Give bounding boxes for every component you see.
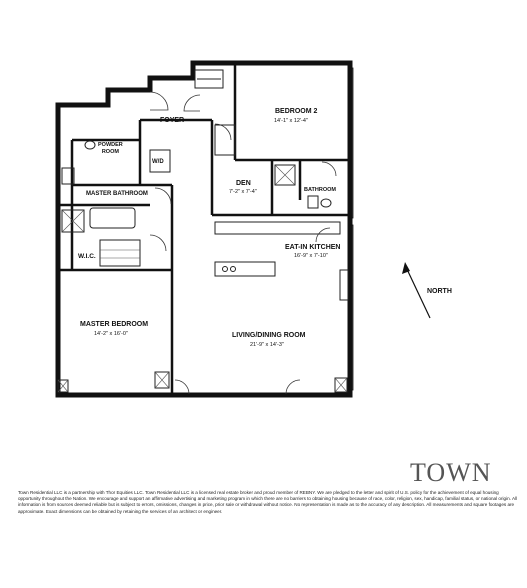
room-dims-living-dining: 21'-9" x 14'-3" (250, 342, 284, 348)
window-south (61, 392, 348, 398)
column (57, 379, 69, 393)
shower-x (274, 164, 296, 186)
column-x (154, 371, 170, 389)
brand-logo-text: TOWN (410, 458, 492, 487)
room-label-eat-in-kitchen: EAT-IN KITCHEN (285, 244, 341, 251)
kitchen-counter (214, 221, 341, 235)
room-label-wd: W/D (152, 159, 164, 165)
vanity (61, 167, 75, 185)
room-label-master-bedroom: MASTER BEDROOM (80, 321, 149, 328)
window-east (348, 67, 354, 219)
shower (274, 164, 296, 186)
interior-walls (58, 63, 350, 395)
north-arrow (404, 264, 431, 319)
door-swing (174, 379, 190, 395)
washer-dryer (149, 149, 171, 173)
window-east-lower (348, 224, 354, 391)
door-swing (214, 123, 232, 141)
stove-burner (222, 266, 228, 272)
closet (99, 239, 141, 267)
room-label-foyer: FOYER (160, 117, 185, 124)
sink (307, 195, 319, 209)
room-dims-master-bedroom: 14'-2" x 16'-0" (94, 331, 128, 337)
door-swing (315, 227, 331, 243)
toilet (84, 140, 96, 150)
room-dims-eat-in-kitchen: 16'-9" x 7'-10" (294, 253, 328, 259)
room-dims-den: 7'-2" x 7'-4" (229, 189, 257, 195)
shower (61, 209, 85, 233)
disclaimer-text: Town Residential LLC is a partnership wi… (18, 490, 518, 514)
room-label-master-bathroom: MASTER BATHROOM (86, 191, 148, 197)
room-dims-bedroom-2: 14'-1" x 12'-4" (274, 118, 308, 124)
room-label-den: DEN (236, 180, 251, 187)
door-swing (149, 234, 167, 252)
room-label-powder-room: POWDER ROOM (98, 142, 123, 155)
room-label-bedroom-2: BEDROOM 2 (275, 108, 318, 115)
stove-burner (230, 266, 236, 272)
exterior-wall (55, 60, 353, 398)
column-x (57, 379, 69, 393)
toilet (320, 198, 332, 208)
north-label: NORTH (427, 288, 452, 295)
shower-x (61, 209, 85, 233)
door-swing (154, 187, 172, 205)
closet (214, 124, 236, 156)
column (154, 371, 170, 389)
north-arrowhead (402, 262, 410, 274)
kitchen-island (339, 269, 349, 301)
room-label-living-dining: LIVING/DINING ROOM (232, 332, 306, 339)
kitchen-counter (214, 261, 276, 277)
door-swing (285, 379, 301, 395)
closet (194, 69, 224, 89)
column-x (334, 377, 348, 393)
bathtub (89, 207, 136, 229)
closet-hatch (100, 249, 140, 259)
door-swing (149, 91, 169, 111)
room-label-bathroom: BATHROOM (304, 187, 336, 193)
column (334, 377, 348, 393)
door-swing (321, 161, 337, 177)
room-label-wic: W.I.C. (78, 253, 96, 260)
door-swing (183, 94, 201, 112)
